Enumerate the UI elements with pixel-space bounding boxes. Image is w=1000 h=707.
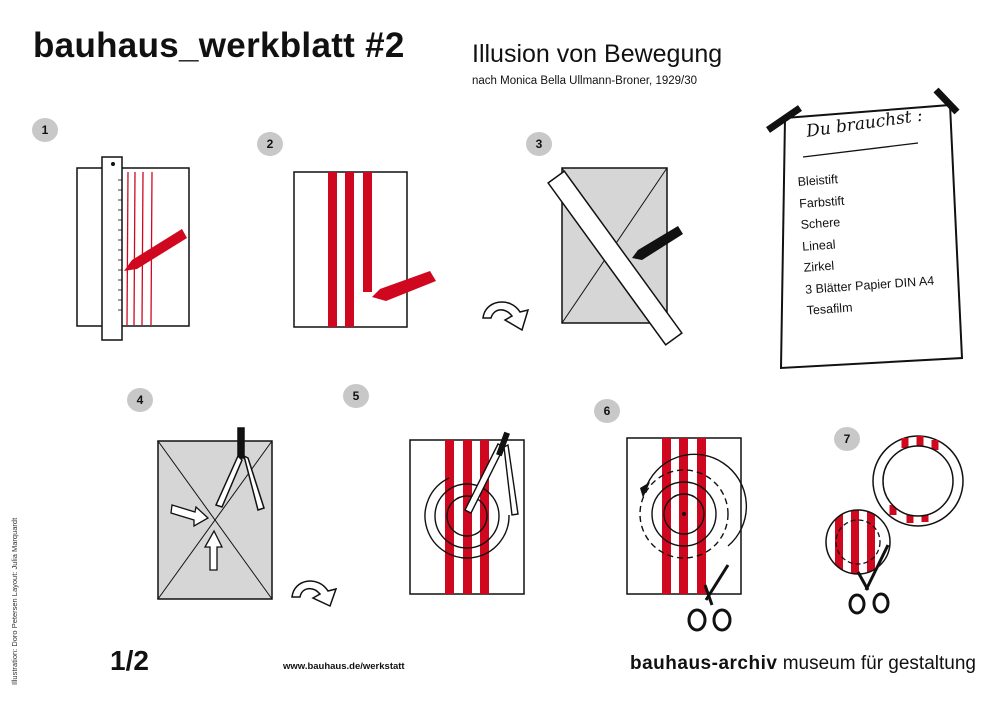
step-badge-7: 7 — [834, 427, 860, 451]
step-badge-3: 3 — [526, 132, 552, 156]
website-link[interactable]: www.bauhaus.de/werkstatt — [283, 661, 405, 672]
pencil-icon — [124, 229, 187, 271]
attribution: nach Monica Bella Ullmann-Broner, 1929/3… — [472, 75, 698, 87]
materials-list: Bleistift Farbstift Schere Lineal Zirkel… — [797, 163, 936, 322]
credits: Illustration: Doro Petersen Layout: Juli… — [10, 517, 19, 685]
page-number: 1/2 — [110, 645, 149, 676]
brand-logo: bauhaus-archiv museum für gestaltung — [630, 653, 976, 675]
brand-regular: museum für gestaltung — [777, 653, 976, 674]
step-badge-1: 1 — [32, 118, 58, 142]
step-badge-6: 6 — [594, 399, 620, 423]
worksheet-subtitle: Illusion von Bewegung — [472, 40, 723, 68]
compass-icon — [214, 427, 265, 511]
worksheet-title: bauhaus_werkblatt #2 — [33, 26, 405, 65]
ruler-icon — [101, 156, 123, 341]
scissors-icon — [687, 564, 732, 632]
step-badge-5: 5 — [343, 384, 369, 408]
step-badge-4: 4 — [127, 388, 153, 412]
step-badge-2: 2 — [257, 132, 283, 156]
brand-bold: bauhaus-archiv — [630, 653, 778, 674]
flip-arrow-icon — [482, 301, 530, 332]
